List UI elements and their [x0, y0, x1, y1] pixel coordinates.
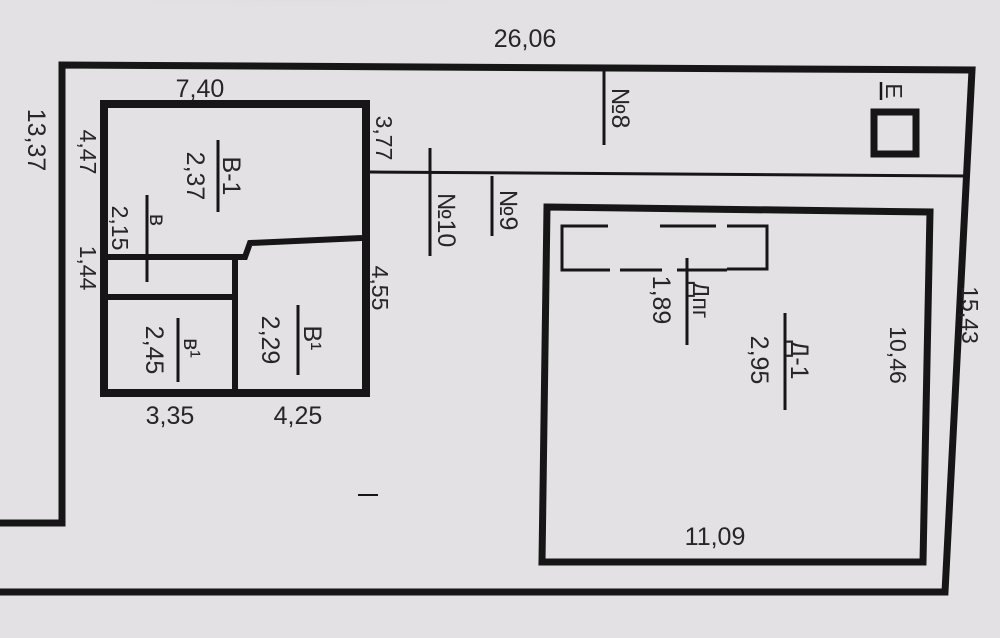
dim-v-left-upper: 4,47	[75, 130, 101, 175]
dim-v-bottom-right: 4,25	[274, 402, 323, 430]
marker-8: №8	[606, 88, 634, 129]
room-dpg-height: 1,89	[647, 276, 675, 325]
room-v1-height: 2,37	[181, 152, 209, 201]
room-dpg: Дпг 1,89	[647, 258, 714, 345]
dim-overall-right: 15,43	[957, 286, 983, 344]
structure-e-label: Е	[881, 83, 907, 98]
dim-overall-left: 13,37	[22, 109, 50, 172]
room-v-right-height: 2,29	[256, 316, 284, 365]
room-v-lower-height: 2,45	[140, 326, 168, 375]
dim-v-right-upper: 3,77	[371, 116, 397, 161]
room-v-lower: в¹ 2,45	[140, 318, 205, 382]
marker-9: №9	[494, 190, 522, 231]
dim-v-top: 7,40	[176, 75, 225, 103]
dim-v-right-lower: 4,55	[367, 266, 393, 311]
building-v-walls	[100, 100, 370, 397]
room-v-small: в	[145, 214, 171, 226]
room-v-right-label: В¹	[298, 326, 326, 351]
marker-10: №10	[432, 193, 460, 248]
room-v-lower-label: в¹	[179, 338, 205, 358]
room-v1: В-1 2,37	[181, 140, 245, 212]
room-d1: Д-1 2,95	[745, 313, 813, 410]
room-d1-height: 2,95	[745, 336, 773, 385]
room-dpg-label: Дпг	[688, 282, 714, 318]
dim-d-bottom: 11,09	[685, 523, 746, 551]
room-v-small-label: в	[145, 214, 171, 226]
building-d-walls	[538, 203, 934, 566]
dim-v-bottom-left: 3,35	[146, 402, 195, 430]
dim-v-left-mid: 2,15	[107, 206, 133, 251]
structure-e: Е	[870, 82, 920, 158]
room-v-right: В¹ 2,29	[256, 305, 326, 375]
dim-d-right: 10,46	[885, 326, 911, 384]
photo-shadow	[6, 0, 594, 40]
lot-boundary	[0, 61, 976, 596]
room-d1-label: Д-1	[785, 340, 813, 379]
dim-v-left-lower: 1,44	[75, 246, 101, 291]
markers: №8 №9 №10	[358, 70, 634, 496]
room-v1-label: В-1	[217, 157, 245, 196]
dim-overall-top: 26,06	[494, 25, 557, 53]
